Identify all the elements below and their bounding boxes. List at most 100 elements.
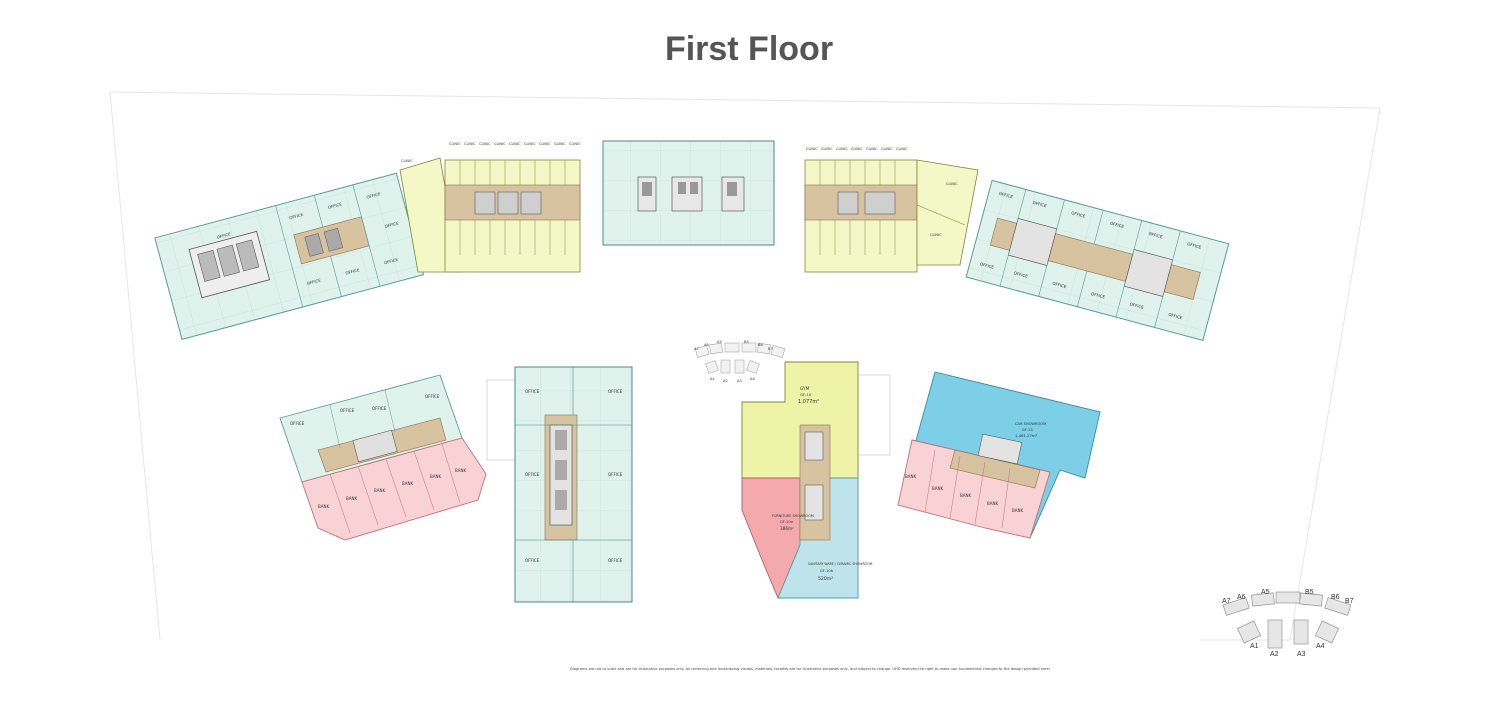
- office-label: OFFICE: [289, 212, 305, 221]
- mini-key-plan: A7 A6 A5 B5 B6 B7 A1 A2 A3 A4: [694, 340, 786, 383]
- key-plan-label: B7: [1345, 598, 1354, 605]
- clinic-block-b[interactable]: CLINIC CLINIC CLINIC CLINIC CLINIC CLINI…: [804, 147, 979, 273]
- clinic-label: CLINIC: [401, 159, 413, 163]
- office-label: OFFICE: [345, 267, 361, 276]
- office-label: OFFICE: [384, 220, 400, 229]
- clinic-label: CLINIC: [836, 147, 848, 151]
- furniture-showroom-name: FURNITURE SHOWROOM: [772, 514, 814, 518]
- car-showroom-name: CAR SHOWROOM: [1015, 422, 1046, 426]
- bank-label: BANK: [1012, 508, 1023, 513]
- clinic-label: CLINIC: [866, 147, 878, 151]
- clinic-label: CLINIC: [539, 142, 551, 146]
- bank-label: BANK: [455, 468, 466, 473]
- clinic-label: CLINIC: [464, 142, 476, 146]
- mini-key-label: A5: [717, 340, 722, 344]
- key-plan-label: A6: [1237, 594, 1246, 601]
- mini-key-label: B6: [758, 343, 763, 347]
- office-label: OFFICE: [327, 201, 343, 210]
- mini-key-label: B7: [768, 347, 773, 351]
- key-plan: A7 A6 A5 B5 B6 B7 A1 A2 A3 A4: [1222, 589, 1354, 658]
- clinic-label: CLINIC: [851, 147, 863, 151]
- office-block-top-right[interactable]: OFFICE OFFICE OFFICE OFFICE OFFICE OFFIC…: [965, 179, 1230, 342]
- office-label: OFFICE: [425, 394, 440, 399]
- mini-key-label: A4: [750, 377, 755, 381]
- office-label: OFFICE: [290, 421, 305, 426]
- gym-code: GF-10: [800, 392, 812, 397]
- page-title: First Floor: [664, 30, 834, 68]
- mini-key-label: A6: [704, 343, 709, 347]
- furniture-showroom-area: 386m²: [780, 526, 794, 531]
- office-label: OFFICE: [1148, 231, 1164, 240]
- office-label: OFFICE: [608, 472, 623, 477]
- mini-key-label: B5: [744, 340, 749, 344]
- mini-key-label: A2: [723, 379, 728, 383]
- key-plan-label: A2: [1270, 651, 1279, 658]
- office-label: OFFICE: [1013, 270, 1029, 279]
- office-label: OFFICE: [979, 261, 995, 270]
- office-label: OFFICE: [366, 191, 382, 200]
- bank-label: BANK: [960, 493, 971, 498]
- key-plan-label: B6: [1331, 594, 1340, 601]
- office-label: OFFICE: [372, 406, 387, 411]
- office-label: OFFICE: [525, 389, 540, 394]
- office-label: OFFICE: [608, 389, 623, 394]
- office-label: OFFICE: [383, 257, 399, 266]
- bank-label: BANK: [346, 496, 357, 501]
- office-label: OFFICE: [1032, 200, 1048, 209]
- clinic-block-a[interactable]: CLINIC CLINIC CLINIC CLINIC CLINIC CLINI…: [399, 142, 581, 273]
- key-plan-label: A3: [1297, 651, 1306, 658]
- disclaimer: Diagrams are not to scale and are for il…: [570, 667, 1050, 671]
- car-showroom-code: GF-13: [1022, 428, 1033, 432]
- clinic-label: CLINIC: [881, 147, 893, 151]
- mini-key-label: A1: [710, 377, 715, 381]
- office-label: OFFICE: [1109, 220, 1125, 229]
- clinic-label: CLINIC: [946, 182, 958, 186]
- bank-label: BANK: [932, 486, 943, 491]
- sanitary-showroom-area: 520m²: [818, 576, 833, 582]
- clinic-label: CLINIC: [896, 147, 908, 151]
- key-plan-label: A5: [1261, 589, 1270, 596]
- office-block-top-left[interactable]: OFFICE OFFICE OFFICE OFFICE OFFICE OFFIC…: [154, 172, 425, 340]
- office-label: OFFICE: [1052, 281, 1068, 290]
- clinic-label: CLINIC: [494, 142, 506, 146]
- clinic-label: CLINIC: [806, 147, 818, 151]
- office-label: OFFICE: [998, 191, 1014, 200]
- key-plan-label: A4: [1316, 643, 1325, 650]
- clinic-label: CLINIC: [554, 142, 566, 146]
- sanitary-showroom-name: SANITARY WARE / CERAMIC SHOWROOM: [808, 562, 873, 566]
- clinic-label: CLINIC: [821, 147, 833, 151]
- office-label: OFFICE: [306, 277, 322, 286]
- clinic-label: CLINIC: [509, 142, 521, 146]
- key-plan-label: A1: [1250, 643, 1259, 650]
- office-label: OFFICE: [608, 558, 623, 563]
- furniture-showroom-code: GF-10a: [780, 520, 793, 524]
- clinic-label: CLINIC: [524, 142, 536, 146]
- clinic-label: CLINIC: [930, 233, 942, 237]
- office-label: OFFICE: [216, 231, 232, 240]
- car-showroom-bank-block[interactable]: CAR SHOWROOM GF-13 1,461.27m² BANK BANK …: [897, 371, 1101, 539]
- bank-label: BANK: [905, 474, 916, 479]
- key-plan-label: A7: [1222, 598, 1231, 605]
- key-plan-label: B5: [1305, 589, 1314, 596]
- office-label: OFFICE: [525, 472, 540, 477]
- clinic-label: CLINIC: [449, 142, 461, 146]
- gym-area: 1,077m²: [798, 399, 819, 405]
- office-label: OFFICE: [1071, 210, 1087, 219]
- office-label: OFFICE: [340, 408, 355, 413]
- sanitary-showroom-code: GF-10b: [820, 569, 834, 573]
- bank-label: BANK: [987, 501, 998, 506]
- bank-label: BANK: [374, 488, 385, 493]
- tower-lower-center[interactable]: OFFICE OFFICE OFFICE OFFICE OFFICE OFFIC…: [486, 366, 633, 603]
- office-bank-block-lower-left[interactable]: OFFICE OFFICE OFFICE OFFICE BANK BANK BA…: [279, 374, 487, 541]
- car-showroom-area: 1,461.27m²: [1015, 433, 1038, 438]
- bank-label: BANK: [318, 504, 329, 509]
- tower-top-center[interactable]: [602, 140, 775, 246]
- bank-label: BANK: [430, 474, 441, 479]
- clinic-label: CLINIC: [569, 142, 581, 146]
- clinic-label: CLINIC: [479, 142, 491, 146]
- office-label: OFFICE: [1091, 291, 1107, 300]
- mini-key-label: A7: [694, 347, 699, 351]
- office-label: OFFICE: [1168, 312, 1184, 321]
- showroom-block[interactable]: GYM GF-10 1,077m² FURNITURE SHOWROOM GF-…: [741, 361, 891, 600]
